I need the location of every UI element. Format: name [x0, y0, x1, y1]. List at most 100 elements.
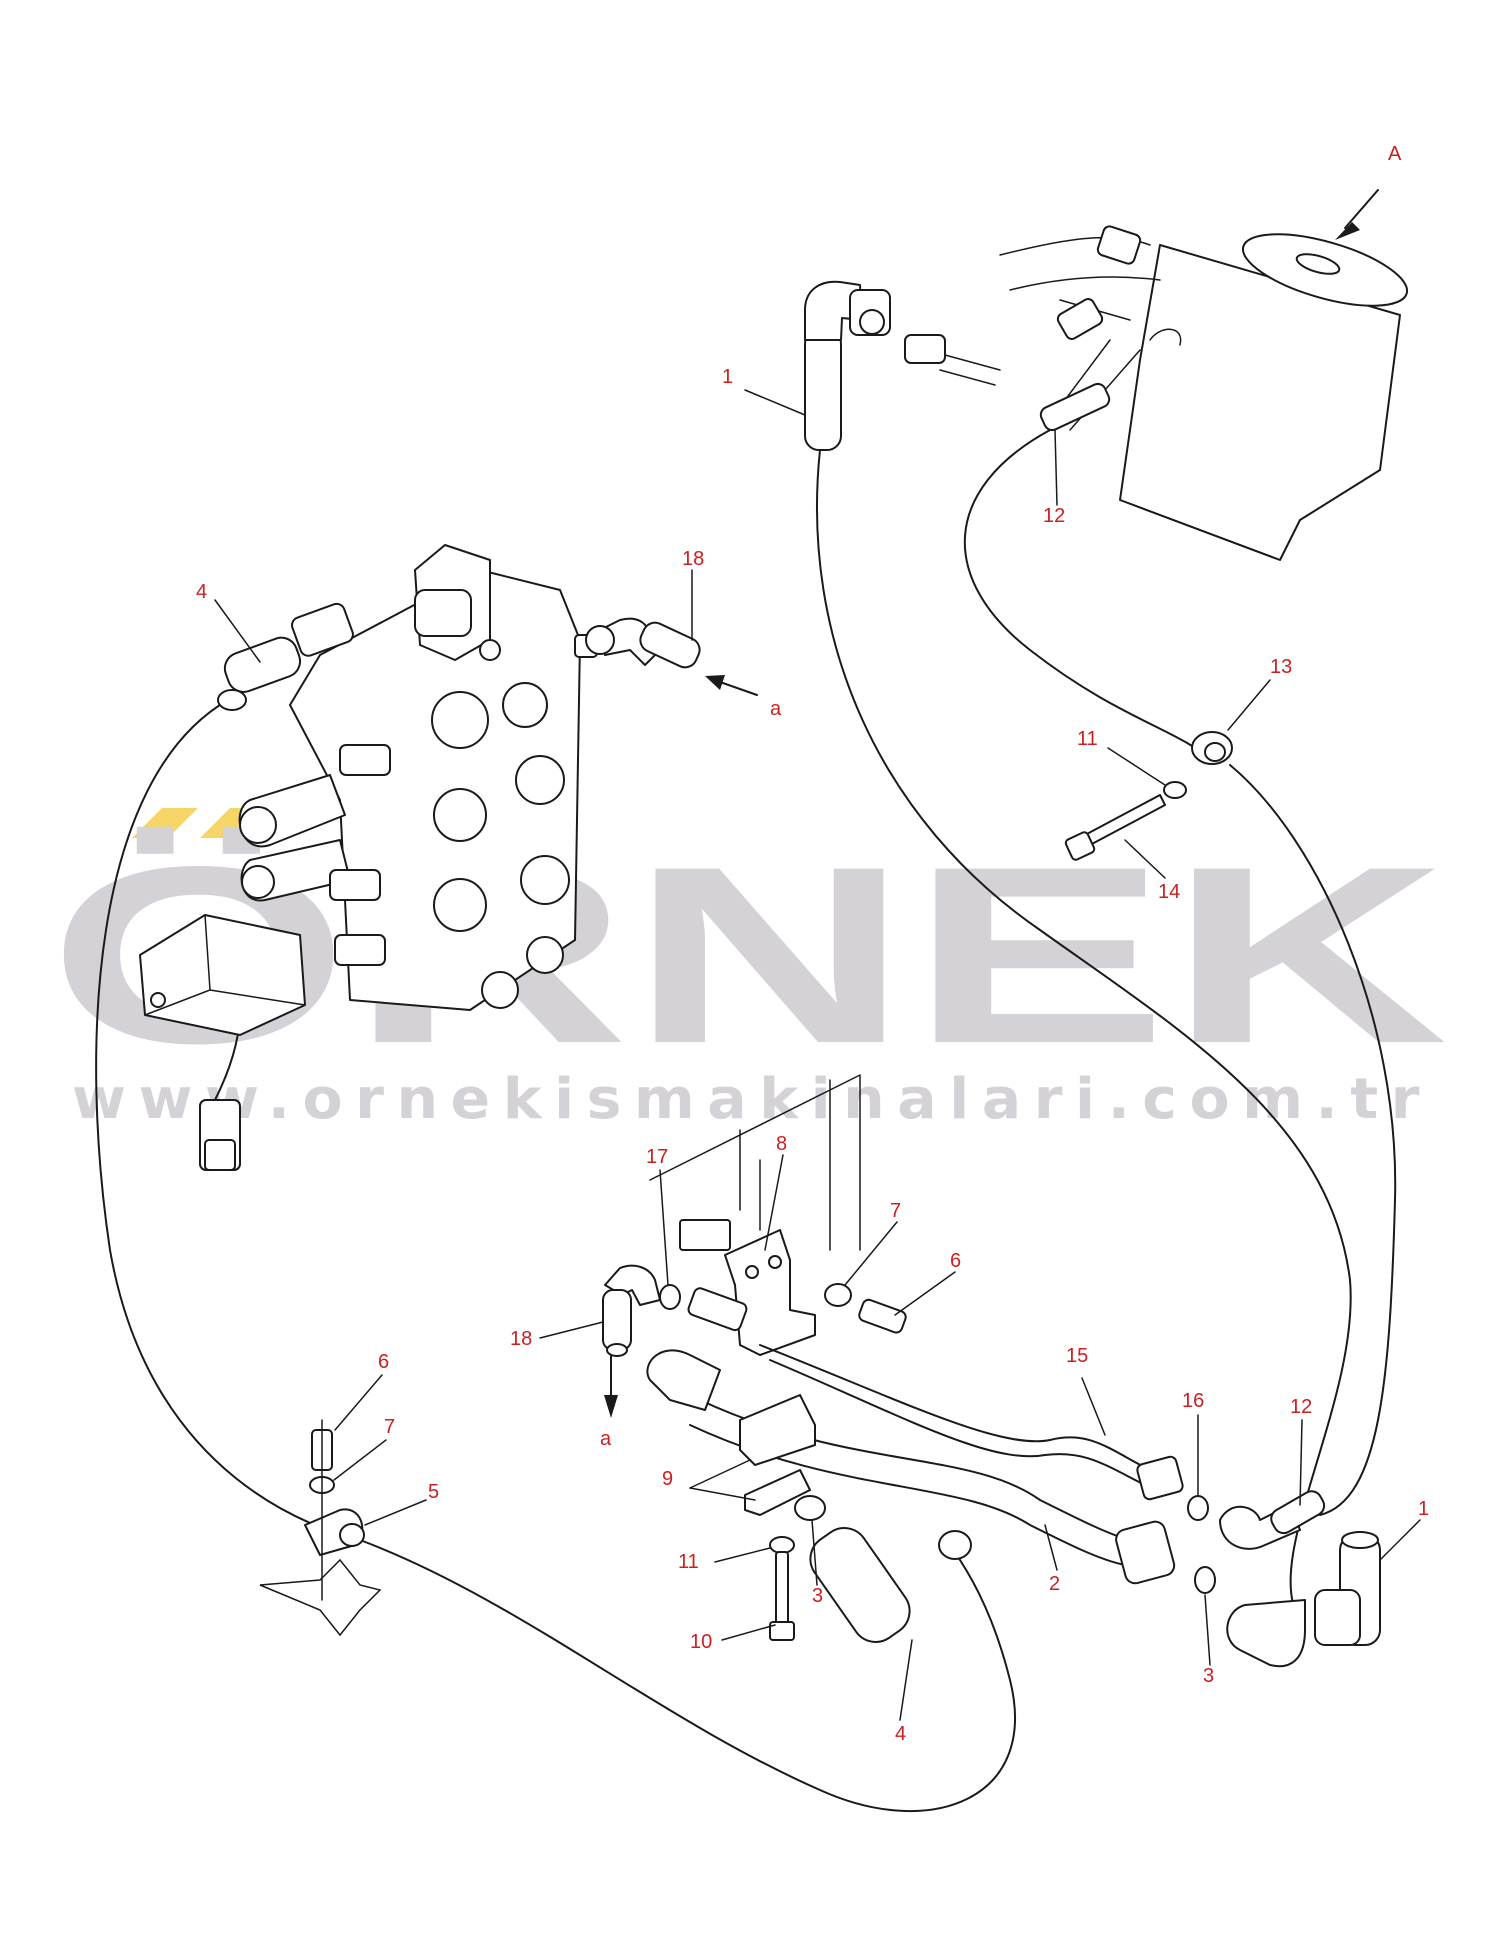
leader-17: [659, 1169, 669, 1286]
callout-14: 14: [1158, 881, 1180, 903]
cylinder-body: [1119, 244, 1401, 561]
leader-15: [1081, 1377, 1106, 1436]
callout-8: 8: [776, 1133, 787, 1155]
callout-12-top: 12: [1043, 505, 1065, 527]
view-a-arrowhead: [1335, 222, 1360, 240]
leader-4-bottom: [899, 1639, 913, 1721]
hose-18-bottom-end: [606, 1343, 628, 1357]
bracket-8-hole-1: [745, 1265, 759, 1279]
watermark-logo-mark-1: [132, 808, 198, 838]
hose-18-top-sleeve: [639, 621, 701, 669]
valve-spool-1-end: [239, 806, 277, 844]
hose-1-top-fittings: [804, 280, 1001, 451]
hose-4-line: [95, 699, 1016, 1812]
callout-10: 10: [690, 1631, 712, 1653]
arrow-a-bottom-head: [604, 1395, 618, 1418]
hose-12-line: [963, 429, 1211, 761]
cylinder-fitting-top: [1096, 225, 1142, 265]
frame-lines: [649, 1074, 861, 1251]
bracket-8-hole-2: [768, 1255, 782, 1269]
leader-14: [1124, 839, 1166, 879]
callout-11-top: 11: [1077, 728, 1098, 750]
view-arrows: A a a: [600, 143, 1402, 1450]
bolt-14-head: [1064, 831, 1096, 861]
pipe-2-b: [689, 1424, 1126, 1566]
clamp-13-inner: [1204, 742, 1226, 762]
valve-port-7: [526, 936, 564, 974]
hose-1-bottom-end: [1341, 1531, 1379, 1549]
leader-6-left: [334, 1374, 383, 1431]
hose-1-top-port: [859, 309, 885, 335]
valve-port-8: [481, 971, 519, 1009]
leader-9-b: [689, 1487, 756, 1501]
leader-7-left: [333, 1439, 387, 1481]
leader-5: [364, 1499, 427, 1526]
bolt-10: [775, 1551, 789, 1628]
hose-12-lower-line: [1229, 764, 1397, 1516]
pipe-2-fitting: [1115, 1520, 1176, 1585]
hose-4-bottom-sleeve: [809, 1527, 911, 1643]
pipe-15-fitting: [1136, 1455, 1184, 1501]
leader-2: [1044, 1524, 1058, 1571]
hose-4-top-sleeve: [223, 636, 302, 693]
hose-1-line: [816, 449, 1352, 1621]
union-fitting: [687, 1287, 748, 1332]
callout-2: 2: [1049, 1573, 1060, 1595]
hose-1-bottom-elbow: [1226, 1599, 1306, 1668]
cylinder-fitting-mid: [1056, 298, 1104, 340]
cylinder-rod-line-2: [1009, 276, 1161, 291]
callout-leaders: [214, 389, 1421, 1721]
oring-16: [1187, 1495, 1209, 1521]
leader-3-mid: [811, 1519, 818, 1586]
hose-12-bottom-sleeve: [1270, 1490, 1326, 1535]
callout-labels: 1 12 4 18 13 11 14 17 8 7 6 18 15 16 12 …: [196, 366, 1429, 1745]
callout-9: 9: [662, 1468, 673, 1490]
callout-5: 5: [428, 1481, 439, 1503]
callout-4-top: 4: [196, 581, 207, 603]
mount-point-cross: [259, 1558, 382, 1637]
callout-7-right: 7: [890, 1200, 901, 1222]
leader-11-bottom: [714, 1547, 771, 1563]
solenoid-box-edge: [144, 914, 306, 1016]
callout-15: 15: [1066, 1345, 1088, 1367]
leader-12-top: [1054, 429, 1058, 506]
callout-4-bottom: 4: [895, 1723, 906, 1745]
hose-12-fitting: [1039, 382, 1111, 432]
watermark-url: www.ornekismakinalari.com.tr: [72, 1067, 1432, 1132]
callout-18-bottom: 18: [510, 1328, 532, 1350]
control-valve: [139, 544, 701, 1171]
leader-6-right: [894, 1271, 956, 1316]
clamp-9-upper: [739, 1394, 816, 1466]
valve-top-elbow: [414, 589, 472, 637]
callout-13: 13: [1270, 656, 1292, 678]
leader-18-bottom: [539, 1321, 604, 1339]
hose-1-bottom-nut: [1314, 1589, 1361, 1646]
callout-1-right: 1: [1418, 1498, 1429, 1520]
cylinder-port: [1295, 253, 1341, 275]
hose-4-top-nut: [291, 602, 354, 657]
arrow-a-top-label: a: [770, 698, 782, 720]
callout-3-right: 3: [1203, 1665, 1214, 1687]
bolt-6-right: [858, 1298, 907, 1334]
cylinder-assembly: [999, 225, 1409, 561]
pipe-15: [759, 1344, 1151, 1471]
leader-13: [1227, 679, 1271, 731]
leader-10: [721, 1624, 776, 1641]
leader-4-top: [214, 599, 261, 663]
pipe-2-nut: [646, 1349, 721, 1411]
hose-4-bottom-end: [938, 1530, 972, 1560]
clip: [1149, 328, 1182, 346]
callout-3-mid: 3: [812, 1585, 823, 1607]
solenoid-screw: [150, 992, 166, 1008]
leader-1-top: [744, 389, 806, 416]
washer-7-right: [824, 1283, 852, 1307]
callout-1-top: 1: [722, 366, 733, 388]
adapter-fitting: [904, 334, 946, 364]
callout-16: 16: [1182, 1390, 1204, 1412]
valve-port-1: [431, 691, 489, 749]
valve-relief-3: [334, 934, 386, 966]
washer-11-top: [1163, 781, 1187, 799]
valve-relief-2: [329, 869, 381, 901]
sensor-connector-tip: [204, 1139, 236, 1171]
frame-block: [679, 1219, 731, 1251]
